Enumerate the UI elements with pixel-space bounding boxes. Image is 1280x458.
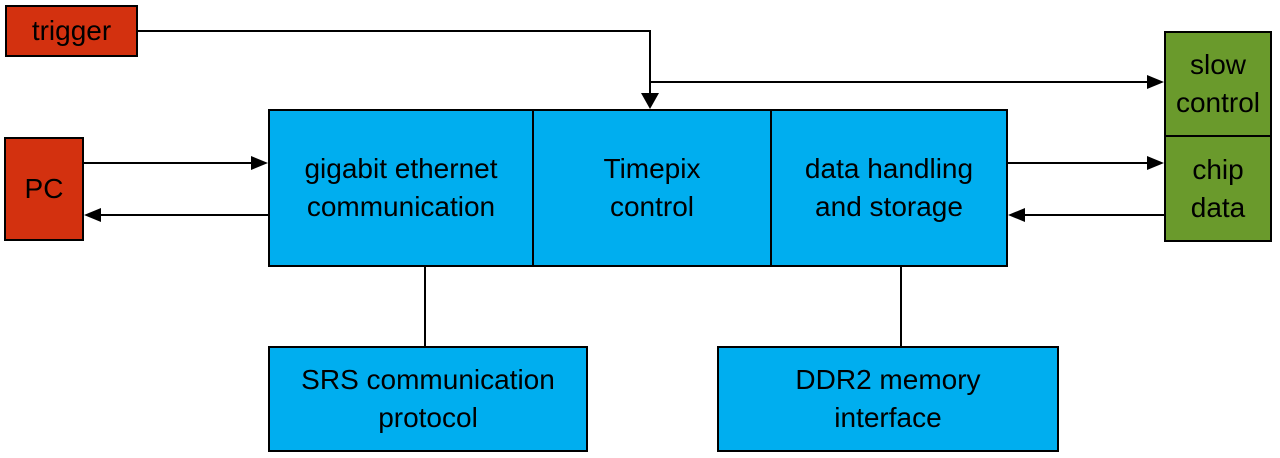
- node-trigger: trigger: [5, 5, 138, 57]
- edge-pc-gigabit-line: [84, 162, 251, 164]
- node-chip-data-label: chip data: [1190, 153, 1246, 223]
- edge-chip-data-data-handling-arrowhead-icon: [1008, 208, 1025, 222]
- node-pc: PC: [4, 137, 84, 241]
- node-data-handling-and-storage: data handling and storage: [770, 109, 1008, 267]
- edge-trigger-timepix-arrowhead-icon: [641, 93, 659, 109]
- edge-pc-gigabit-arrowhead-icon: [251, 156, 268, 170]
- node-slow-control: slow control: [1164, 31, 1272, 137]
- node-data-handling-and-storage-label: data handling and storage: [804, 153, 974, 222]
- node-gigabit-ethernet-communication: gigabit ethernet communication: [268, 109, 534, 267]
- node-timepix-control: Timepix control: [532, 109, 772, 267]
- node-gigabit-ethernet-communication-label: gigabit ethernet communication: [304, 153, 498, 222]
- edge-chip-data-data-handling-line: [1025, 214, 1164, 216]
- node-trigger-label: trigger: [31, 15, 112, 47]
- node-ddr2-memory-interface: DDR2 memory interface: [717, 346, 1059, 452]
- edge-trigger-slow-control-arrowhead-icon: [1147, 75, 1164, 89]
- node-pc-label: PC: [24, 173, 64, 205]
- node-timepix-control-label: Timepix control: [603, 153, 701, 222]
- edge-data-handling-chip-data-line: [1008, 162, 1147, 164]
- edge-trigger-slow-control-line: [649, 81, 1147, 83]
- node-chip-data: chip data: [1164, 135, 1272, 242]
- edge-data-handling-chip-data-arrowhead-icon: [1147, 156, 1164, 170]
- node-srs-communication-protocol-label: SRS communication protocol: [301, 364, 555, 433]
- node-srs-communication-protocol: SRS communication protocol: [268, 346, 588, 452]
- edge-trigger-horizontal-line: [138, 30, 651, 32]
- edge-gigabit-pc-arrowhead-icon: [84, 208, 101, 222]
- edge-data-handling-ddr2-line: [900, 267, 902, 346]
- edge-trigger-vertical-line: [649, 30, 651, 94]
- node-slow-control-label: slow control: [1175, 49, 1261, 118]
- node-ddr2-memory-interface-label: DDR2 memory interface: [795, 364, 981, 433]
- edge-gigabit-srs-line: [424, 267, 426, 346]
- edge-gigabit-pc-line: [101, 214, 268, 216]
